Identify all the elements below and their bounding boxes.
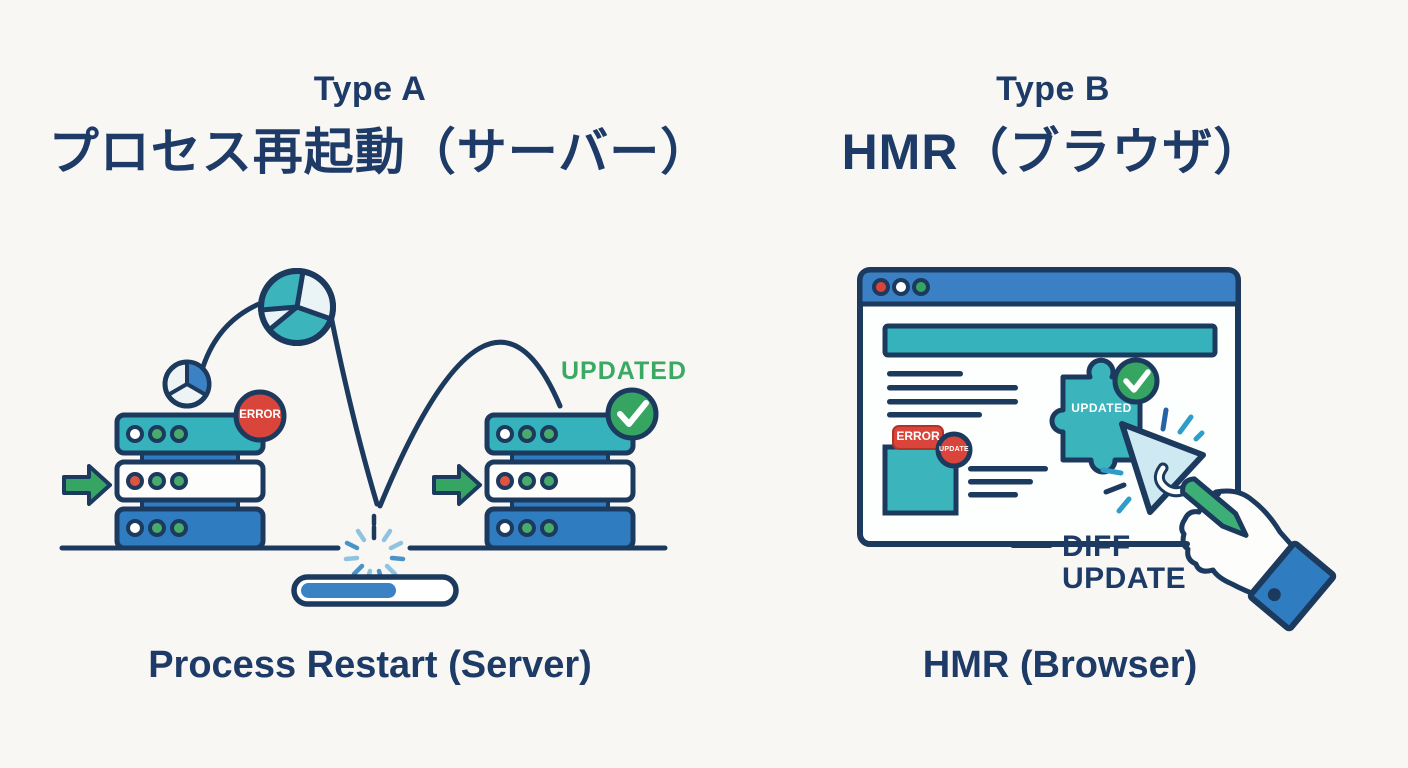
browser-window (857, 267, 1241, 547)
progress-bar (291, 574, 459, 607)
patch-updated-badge-label: UPDATED (1071, 401, 1132, 415)
type-b-subtitle-ja: HMR（ブラウザ） (841, 124, 1265, 180)
bounce-trajectory (200, 301, 563, 509)
right-caption: HMR (Browser) (922, 644, 1198, 686)
restart-spinner-icon (343, 513, 406, 585)
window-minimize-icon (892, 278, 910, 296)
browser-error-badge-label: ERROR (896, 429, 940, 443)
server-error-badge-label: ERROR (239, 409, 281, 421)
left-caption: Process Restart (Server) (148, 644, 592, 686)
left-illustration (59, 268, 668, 607)
process-ball-large-icon (258, 268, 336, 346)
page-header-bar (882, 323, 1218, 358)
trowel-handle-icon (1180, 476, 1249, 538)
type-a-title: Type A (313, 70, 427, 108)
input-arrow-icon (62, 464, 112, 506)
type-b-title: Type B (996, 70, 1110, 108)
server-stack-after (487, 415, 633, 548)
server-stack-before (117, 415, 263, 548)
patch-check-icon (1112, 357, 1160, 405)
browser-update-badge-label: UPDATE (938, 446, 970, 453)
diff-label-line1: DIFF (1062, 530, 1131, 563)
browser-title-bar (857, 267, 1241, 307)
input-arrow-icon (432, 464, 482, 506)
error-badge-circle (233, 389, 287, 443)
progress-bar-fill (301, 583, 396, 598)
sleeve-cuff-icon (1247, 540, 1337, 632)
diff-update-label: DIFF UPDATE (1062, 531, 1186, 595)
type-a-subtitle-ja: プロセス再起動（サーバー） (48, 124, 712, 180)
diff-dash-lines (1010, 541, 1190, 548)
server-updated-label: UPDATED (561, 357, 687, 385)
right-illustration (857, 267, 1337, 632)
process-ball-small-icon (162, 359, 212, 409)
check-badge-icon (605, 387, 659, 441)
page-text-lines (887, 371, 1048, 498)
window-close-icon (872, 278, 890, 296)
window-maximize-icon (912, 278, 930, 296)
update-badge-circle (935, 431, 973, 469)
spark-lines (1100, 407, 1205, 514)
diff-label-line2: UPDATE (1062, 562, 1187, 595)
